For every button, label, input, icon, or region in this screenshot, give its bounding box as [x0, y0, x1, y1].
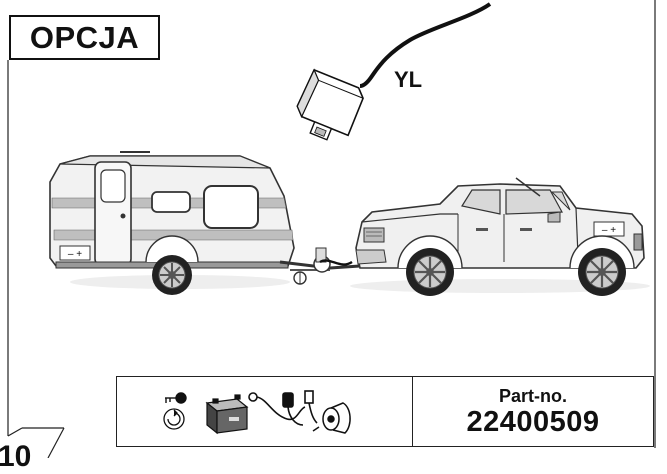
- installation-diagram: – +: [7, 0, 656, 458]
- page-number: 10: [0, 440, 32, 473]
- part-number-cell: Part-no. 22400509: [413, 377, 653, 446]
- wiring-harness-icon: [248, 390, 318, 426]
- socket-icon: [312, 402, 351, 434]
- caravan: – +: [49, 151, 361, 295]
- page-frame: [7, 0, 656, 458]
- battery-icon: [205, 394, 249, 435]
- connector-yl: [296, 2, 492, 141]
- part-no-label: Part-no.: [498, 385, 567, 406]
- truck-battery-polarity: – +: [602, 225, 616, 236]
- part-no-value: 22400509: [466, 405, 600, 438]
- caravan-battery-polarity: – +: [68, 249, 82, 260]
- parts-table: Part-no. 22400509: [116, 376, 654, 447]
- pickup-truck: – +: [355, 177, 645, 296]
- parts-icons-cell: [117, 377, 413, 446]
- rotate-icon: [163, 408, 185, 430]
- caravan-battery-label: [59, 245, 91, 261]
- connector-label: YL: [394, 67, 423, 92]
- option-label: OPCJA: [9, 15, 160, 60]
- key-icon: [165, 392, 187, 404]
